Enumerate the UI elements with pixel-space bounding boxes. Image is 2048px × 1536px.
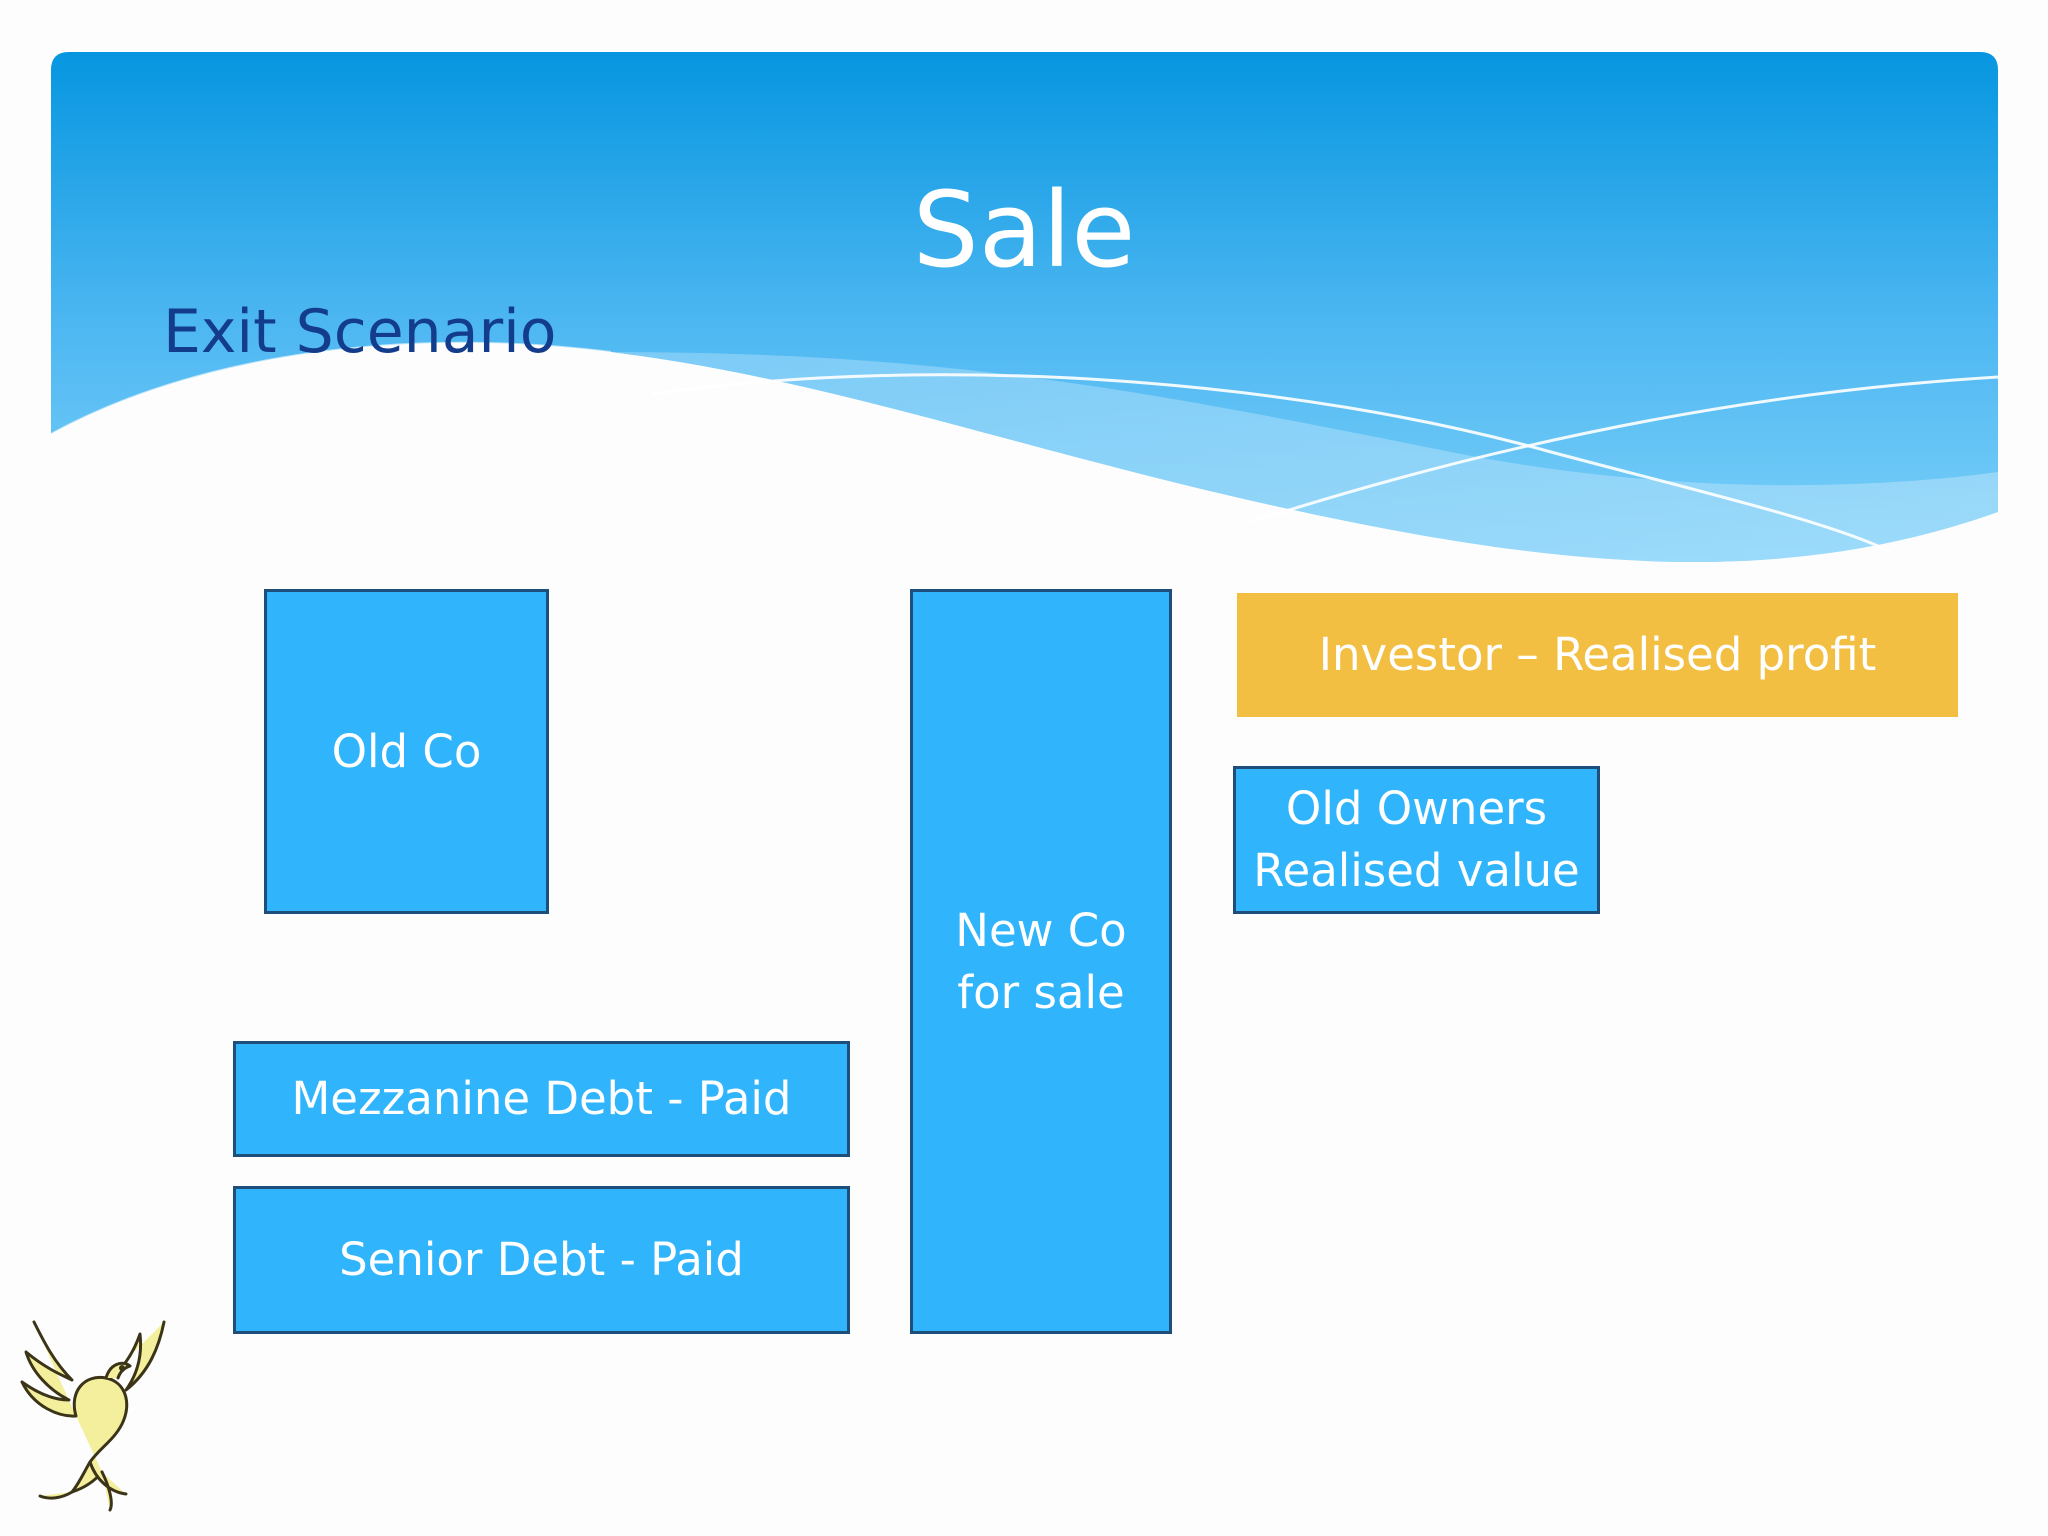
investor-profit-box: Investor – Realised profit — [1237, 593, 1958, 717]
mezzanine-debt-box: Mezzanine Debt - Paid — [233, 1041, 850, 1157]
header-banner — [51, 52, 1998, 572]
slide-subtitle: Exit Scenario — [163, 297, 557, 367]
old-owners-box: Old Owners Realised value — [1233, 766, 1600, 914]
senior-debt-box: Senior Debt - Paid — [233, 1186, 850, 1334]
old-co-box: Old Co — [264, 589, 549, 914]
slide-title: Sale — [912, 169, 1136, 291]
phoenix-logo-icon — [14, 1312, 174, 1512]
new-co-box: New Co for sale — [910, 589, 1172, 1334]
